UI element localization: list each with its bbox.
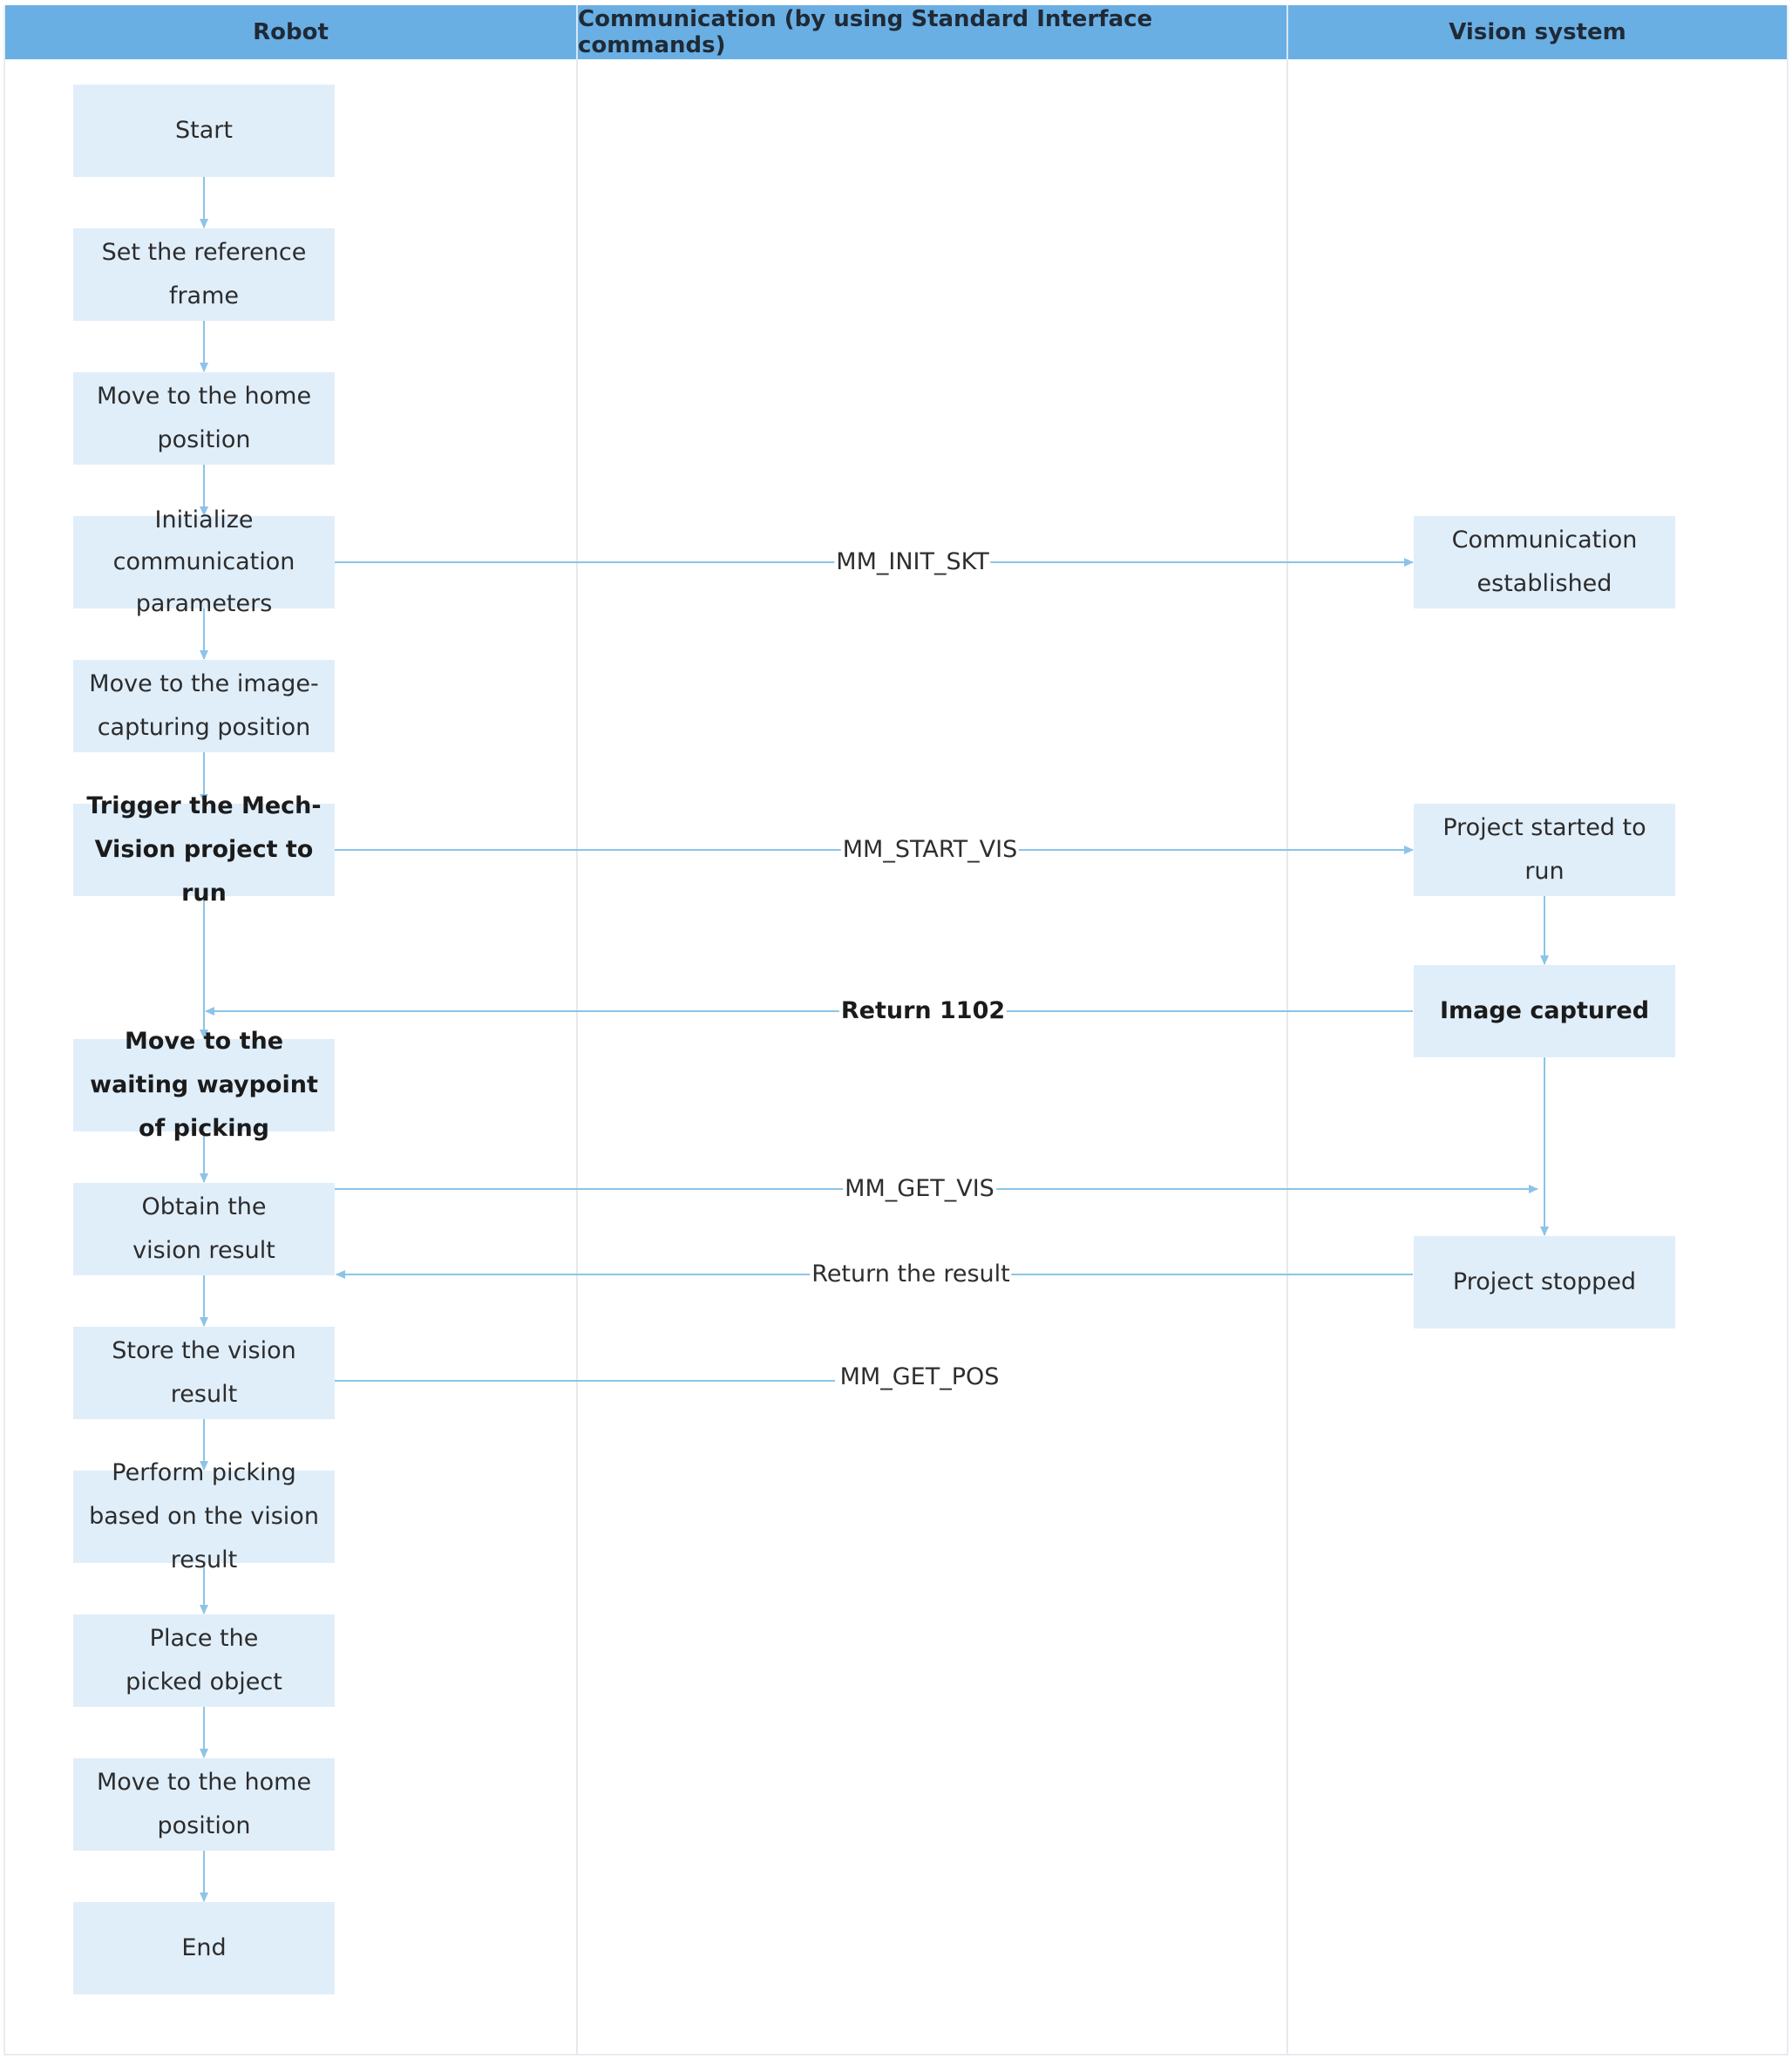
node-obtain-vision-result: Obtain the vision result — [73, 1183, 335, 1275]
lane-divider-1 — [576, 5, 578, 2056]
node-move-waiting-waypoint: Move to the waiting waypoint of picking — [73, 1028, 335, 1142]
label-return-1102: Return 1102 — [838, 996, 1008, 1026]
node-end: End — [73, 1902, 335, 1994]
lane-header-communication: Communication (by using Standard Interfa… — [578, 5, 1286, 59]
node-project-started: Project started to run — [1414, 804, 1675, 896]
node-trigger-project: Trigger the Mech-Vision project to run — [73, 792, 335, 907]
node-move-home-1: Move to the home position — [73, 372, 335, 465]
label-mm-init-skt: MM_INIT_SKT — [834, 547, 991, 577]
node-place-object: Place the picked object — [73, 1614, 335, 1707]
node-image-captured: Image captured — [1414, 965, 1675, 1057]
node-project-stopped: Project stopped — [1414, 1236, 1675, 1328]
node-perform-picking: Perform picking based on the vision resu… — [73, 1459, 335, 1573]
node-move-image-capture: Move to the image-capturing position — [73, 660, 335, 752]
label-mm-get-pos: MM_GET_POS — [838, 1362, 1001, 1392]
label-mm-get-vis: MM_GET_VIS — [843, 1174, 996, 1204]
lane-divider-2 — [1286, 5, 1288, 2056]
node-start: Start — [73, 85, 335, 177]
node-set-reference-frame: Set the reference frame — [73, 228, 335, 321]
header-divider-2 — [1286, 5, 1288, 59]
lane-header-robot: Robot — [5, 5, 576, 59]
node-init-comm: Initialize communication parameters — [73, 506, 335, 617]
label-return-result: Return the result — [810, 1260, 1012, 1289]
node-move-home-2: Move to the home position — [73, 1758, 335, 1851]
header-divider-1 — [576, 5, 578, 59]
label-mm-start-vis: MM_START_VIS — [840, 835, 1020, 865]
lane-header-vision: Vision system — [1288, 5, 1787, 59]
node-comm-established: Communication established — [1414, 516, 1675, 608]
node-store-vision-result: Store the vision result — [73, 1327, 335, 1419]
